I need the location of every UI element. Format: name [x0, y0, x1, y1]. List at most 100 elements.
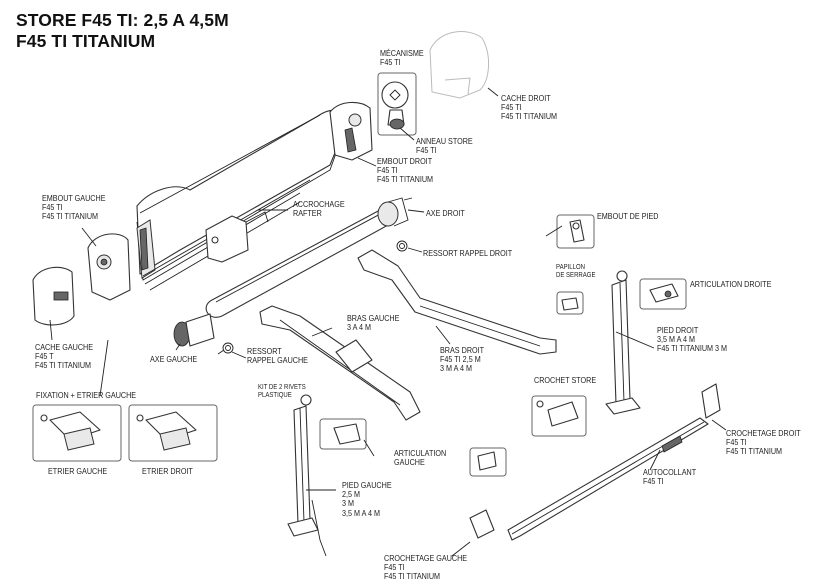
label-line: F45 TI: [384, 562, 405, 573]
label-line: AXE DROIT: [426, 208, 465, 218]
label-line: CROCHETAGE DROIT: [726, 428, 801, 438]
label-crochetage-gauche: CROCHETAGE GAUCHE F45 TI F45 TI TITANIUM: [384, 553, 468, 582]
label-line: 3 M A 4 M: [440, 363, 473, 374]
label-line: EMBOUT GAUCHE: [42, 193, 106, 203]
articulation-gauche-part: [319, 418, 367, 450]
label-line: PIED GAUCHE: [342, 480, 392, 490]
label-line: ETRIER DROIT: [142, 466, 193, 476]
label-line: F45 TI TITANIUM: [377, 174, 434, 185]
label-line: F45 TI: [377, 165, 398, 176]
store-housing: [136, 109, 347, 291]
label-line: F45 TI: [380, 57, 401, 68]
pied-gauche-part: [287, 394, 327, 557]
label-line: RAPPEL GAUCHE: [247, 355, 308, 366]
label-line: F45 TI 2,5 M: [440, 354, 481, 365]
label-line: ARTICULATION: [394, 448, 447, 458]
label-line: 2,5 M: [342, 489, 361, 500]
axe-gauche-part: [173, 313, 215, 347]
diagram-title-line2: F45 TI TITANIUM: [16, 31, 156, 51]
label-bras-gauche: BRAS GAUCHE 3 A 4 M: [347, 313, 399, 333]
label-papillon-de-serrage: PAPILLON DE SERRAGE: [556, 264, 595, 280]
label-articulation-droite: ARTICULATION DROITE: [690, 279, 772, 289]
label-line: ETRIER GAUCHE: [48, 466, 108, 476]
label-line: GAUCHE: [394, 457, 425, 468]
ressort-gauche-part: [217, 342, 234, 355]
label-accrochage-rafter: ACCROCHAGE RAFTER: [293, 199, 345, 219]
label-line: F45 TI TITANIUM 3 M: [657, 343, 728, 354]
label-line: KIT DE 2 RIVETS: [258, 384, 306, 391]
label-line: 3 M: [342, 498, 355, 509]
label-crochet-store: CROCHET STORE: [534, 375, 597, 385]
label-embout-gauche: EMBOUT GAUCHE F45 TI F45 TI TITANIUM: [42, 193, 106, 222]
label-fixation-etrier-gauche: FIXATION + ETRIER GAUCHE: [36, 390, 137, 400]
label-line: EMBOUT DE PIED: [597, 211, 659, 221]
label-line: RAFTER: [293, 208, 322, 219]
label-line: RESSORT RAPPEL DROIT: [423, 248, 513, 258]
label-line: F45 TI TITANIUM: [726, 446, 783, 457]
label-line: F45 TI: [726, 437, 747, 448]
front-profile-part: [469, 383, 721, 541]
label-cache-gauche: CACHE GAUCHE F45 T F45 TI TITANIUM: [35, 342, 94, 371]
label-line: F45 TI: [416, 145, 437, 156]
ressort-droit-part: [396, 240, 408, 252]
label-line: ACCROCHAGE: [293, 199, 345, 209]
label-embout-droit: EMBOUT DROIT F45 TI F45 TI TITANIUM: [377, 156, 434, 185]
accrochage-rafter-part: [205, 211, 269, 263]
fixation-etrier-parts: [32, 404, 218, 462]
label-axe-gauche: AXE GAUCHE: [150, 354, 197, 364]
mecanisme-part: [377, 72, 417, 136]
label-line: CACHE DROIT: [501, 93, 551, 103]
label-line: F45 TI: [643, 476, 664, 487]
pied-droit-part: [605, 270, 641, 415]
label-line: ANNEAU STORE: [416, 136, 473, 146]
label-cache-droit: CACHE DROIT F45 TI F45 TI TITANIUM: [501, 93, 558, 122]
label-autocollant: AUTOCOLLANT F45 TI: [643, 467, 697, 487]
label-mecanisme: MÉCANISME F45 TI: [380, 48, 424, 68]
label-line: PIED DROIT: [657, 325, 699, 335]
label-line: FIXATION + ETRIER GAUCHE: [36, 390, 137, 400]
label-line: F45 TI TITANIUM: [42, 211, 99, 222]
axe-droit-part: [377, 197, 413, 227]
label-axe-droit: AXE DROIT: [426, 208, 465, 218]
label-line: AUTOCOLLANT: [643, 467, 697, 477]
label-line: F45 TI TITANIUM: [384, 571, 441, 582]
label-ressort-rappel-gauche: RESSORT RAPPEL GAUCHE: [247, 346, 308, 366]
label-ressort-rappel-droit: RESSORT RAPPEL DROIT: [423, 248, 513, 258]
diagram-title-line1: STORE F45 TI: 2,5 A 4,5M: [16, 10, 229, 30]
label-articulation-gauche: ARTICULATION GAUCHE: [394, 448, 447, 468]
bras-droit-part: [357, 249, 557, 355]
crochet-store-part: [531, 395, 587, 437]
label-line: 3,5 M A 4 M: [342, 507, 381, 518]
label-pied-gauche: PIED GAUCHE 2,5 M 3 M 3,5 M A 4 M: [342, 480, 392, 518]
label-line: 3,5 M A 4 M: [657, 334, 696, 345]
label-pied-droit: PIED DROIT 3,5 M A 4 M F45 TI TITANIUM 3…: [657, 325, 728, 354]
label-line: ARTICULATION DROITE: [690, 279, 772, 289]
label-line: CACHE GAUCHE: [35, 342, 94, 352]
label-line: EMBOUT DROIT: [377, 156, 433, 166]
label-line: BRAS DROIT: [440, 345, 485, 355]
label-line: CROCHETAGE GAUCHE: [384, 553, 468, 563]
label-crochetage-droit: CROCHETAGE DROIT F45 TI F45 TI TITANIUM: [726, 428, 801, 457]
label-line: F45 TI TITANIUM: [35, 360, 92, 371]
label-line: F45 T: [35, 351, 54, 362]
embout-de-pied-part: [556, 214, 595, 249]
label-line: DE SERRAGE: [556, 272, 596, 279]
articulation-droite-part: [639, 278, 687, 310]
label-line: F45 TI TITANIUM: [501, 111, 558, 122]
label-etrier-droit: ETRIER DROIT: [142, 466, 193, 476]
label-embout-de-pied: EMBOUT DE PIED: [597, 211, 659, 221]
label-line: F45 TI: [42, 202, 63, 213]
label-etrier-gauche: ETRIER GAUCHE: [48, 466, 108, 476]
cache-droit-part: [429, 31, 489, 99]
label-line: RESSORT: [247, 346, 282, 356]
embout-droit-part: [329, 101, 373, 161]
leader-lines: [49, 87, 727, 557]
label-kit-rivets: KIT DE 2 RIVETS PLASTIQUE: [258, 384, 306, 400]
embout-gauche-part: [87, 233, 131, 301]
papillon-part: [556, 291, 584, 315]
label-anneau-store: ANNEAU STORE F45 TI: [416, 136, 473, 156]
label-line: 3 A 4 M: [347, 322, 372, 333]
label-line: CROCHET STORE: [534, 375, 597, 385]
bras-gauche-part: [259, 305, 421, 421]
